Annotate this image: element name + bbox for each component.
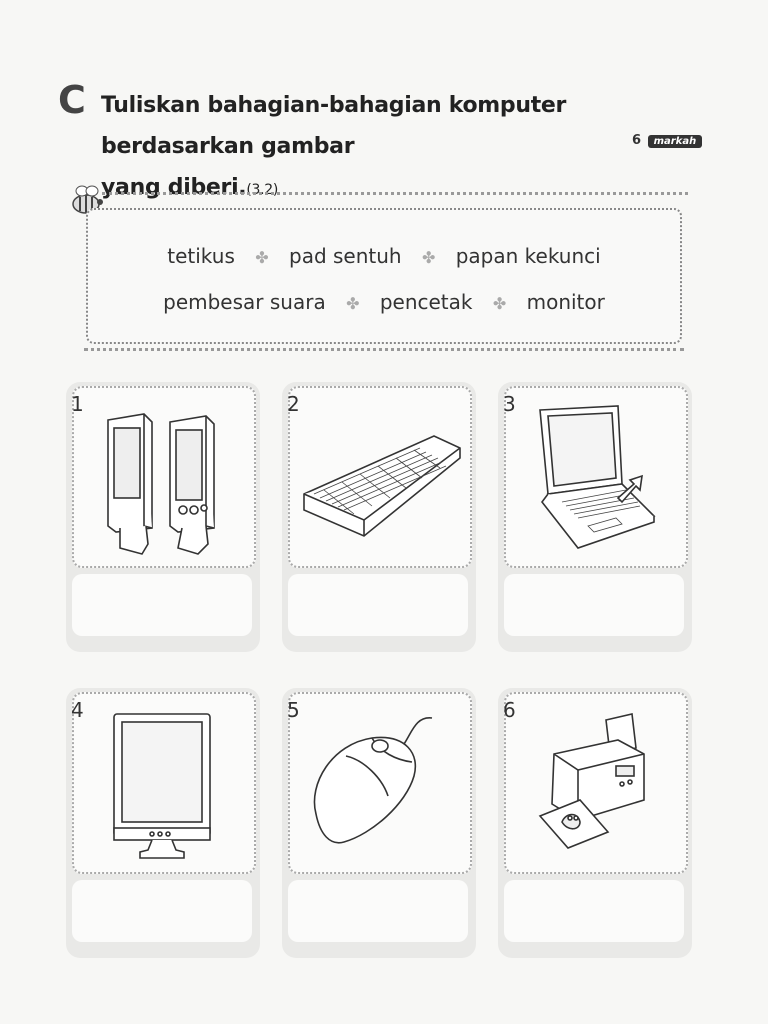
question-card-2: 2 xyxy=(282,382,476,652)
question-number: 3 xyxy=(503,392,516,416)
answer-box-6[interactable] xyxy=(504,880,684,942)
word-bank: tetikus ✤ pad sentuh ✤ papan kekunci pem… xyxy=(86,208,682,344)
question-number: 4 xyxy=(71,698,84,722)
monitor-icon xyxy=(113,713,211,859)
question-number: 6 xyxy=(503,698,516,722)
keyboard-icon xyxy=(303,435,461,537)
flower-separator-icon: ✤ xyxy=(421,248,436,267)
speakers-icon xyxy=(107,413,215,555)
marks-value: 6 xyxy=(632,133,642,148)
instruction-line-1: Tuliskan bahagian-bahagian komputer berd… xyxy=(101,93,567,159)
question-number: 1 xyxy=(71,392,84,416)
word-bank-row-2: pembesar suara ✤ pencetak ✤ monitor xyxy=(88,290,680,314)
flower-separator-icon: ✤ xyxy=(346,294,360,313)
word-pad-sentuh: pad sentuh xyxy=(289,244,402,268)
answer-box-3[interactable] xyxy=(504,574,684,636)
question-card-5: 5 xyxy=(282,688,476,958)
word-tetikus: tetikus xyxy=(167,244,235,268)
question-card-4: 4 xyxy=(66,688,260,958)
word-bank-row-1: tetikus ✤ pad sentuh ✤ papan kekunci xyxy=(88,244,680,268)
wordbank-bottom-dots xyxy=(84,348,684,351)
word-pembesar-suara: pembesar suara xyxy=(163,290,326,314)
question-card-6: 6 xyxy=(498,688,692,958)
printer-icon xyxy=(538,713,645,849)
answer-box-1[interactable] xyxy=(72,574,252,636)
instruction-line-2: yang diberi. xyxy=(101,175,247,200)
word-pencetak: pencetak xyxy=(379,290,473,314)
section-letter: C xyxy=(58,78,86,122)
wordbank-top-dots xyxy=(102,192,688,197)
answer-box-2[interactable] xyxy=(288,574,468,636)
laptop-touchpad-icon xyxy=(539,405,656,549)
marks-badge: markah xyxy=(647,135,703,148)
word-papan-kekunci: papan kekunci xyxy=(455,244,601,268)
answer-box-5[interactable] xyxy=(288,880,468,942)
picture-area xyxy=(72,386,256,568)
mouse-icon xyxy=(313,717,433,844)
flower-separator-icon: ✤ xyxy=(255,248,269,267)
word-monitor: monitor xyxy=(526,290,605,314)
marks-indicator: 6 markah xyxy=(632,133,703,148)
flower-separator-icon: ✤ xyxy=(492,294,507,313)
answer-box-4[interactable] xyxy=(72,880,252,942)
question-card-1: 1 xyxy=(66,382,260,652)
question-number: 2 xyxy=(287,392,300,416)
question-number: 5 xyxy=(287,698,300,722)
question-card-3: 3 xyxy=(498,382,692,652)
